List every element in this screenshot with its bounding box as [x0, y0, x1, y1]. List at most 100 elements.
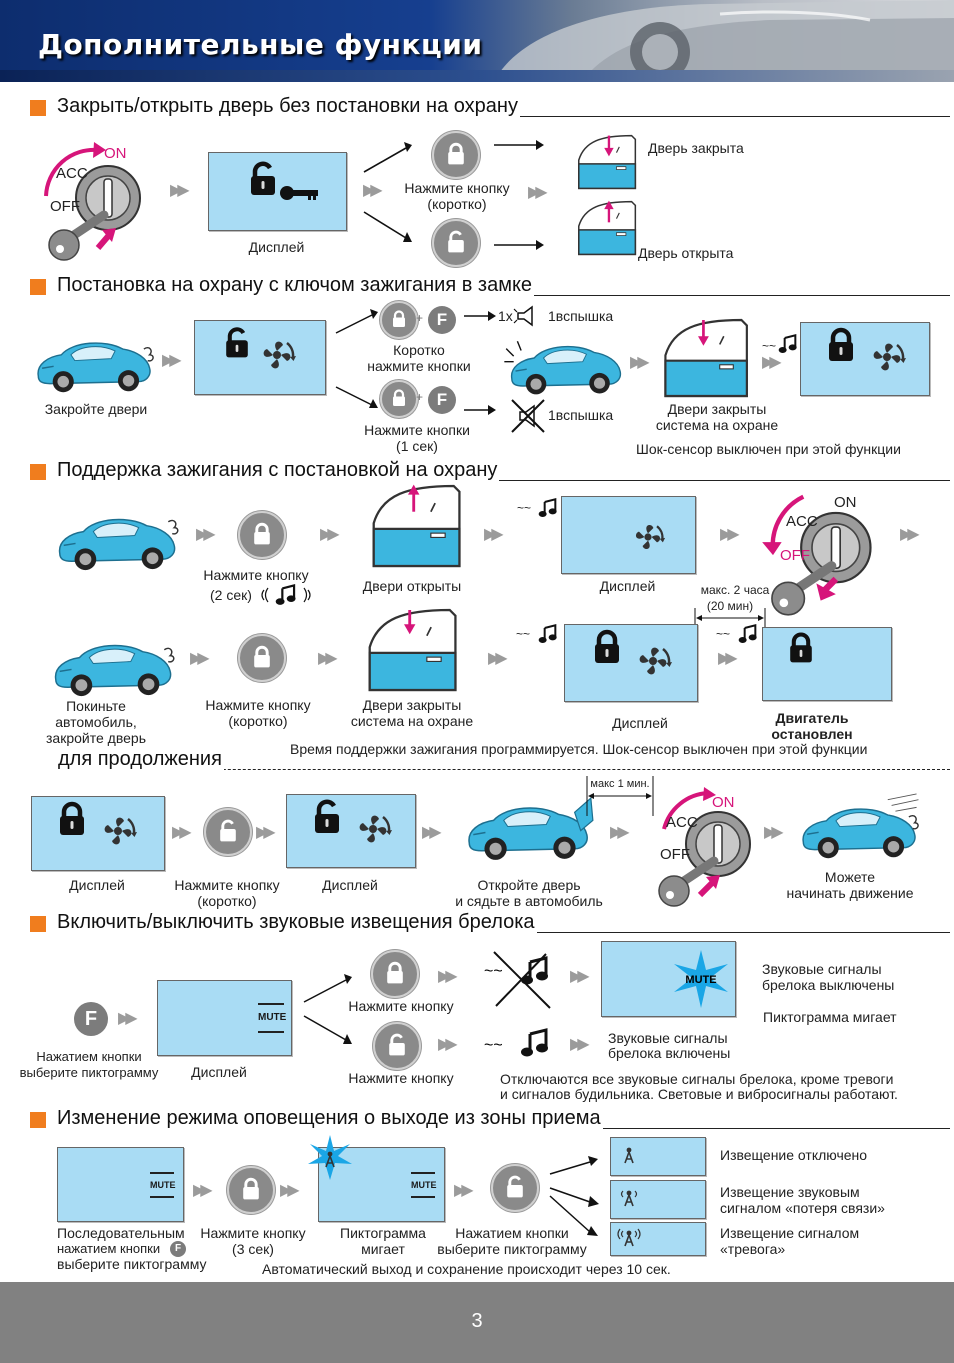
ignition-icon	[648, 787, 768, 910]
section-bullet	[30, 916, 46, 932]
car-flashing-icon	[504, 340, 630, 400]
note-icon	[738, 624, 758, 644]
sound-on-caption-2: брелока включены	[608, 1045, 731, 1061]
display-panel	[564, 624, 698, 702]
door-open-label: Дверь открыта	[638, 245, 734, 261]
arrows-right	[464, 311, 496, 415]
max-time-label: макс 1 мин.	[590, 778, 650, 790]
section-out-of-range-mode: Изменение режима оповещения о выходе из …	[30, 1106, 950, 1130]
chirp-icon: ~~	[516, 627, 531, 641]
car-icon	[28, 326, 154, 398]
blink-caption: Пиктограмма мигает	[763, 1009, 897, 1025]
note-icon	[778, 334, 798, 354]
chirp-icon: ~~	[762, 339, 777, 353]
press-button-caption: Нажмите кнопку	[205, 697, 311, 713]
off-label: OFF	[50, 198, 80, 215]
flow-arrow: ▶▶	[570, 1036, 589, 1053]
max-time-label: макс. 2 часа	[700, 583, 770, 597]
default-time-label: (20 мин)	[706, 599, 754, 613]
press-short-caption: (коротко)	[197, 893, 257, 909]
door-closed-icon	[364, 604, 464, 696]
sequential-caption-3: выберите пиктограмму	[57, 1256, 207, 1272]
select-caption-1: Нажатием кнопки	[455, 1225, 569, 1241]
flow-arrow: ▶▶	[170, 182, 189, 199]
mute-icon: MUTE	[150, 1172, 176, 1198]
ignition-note: Время поддержки зажигания программируетс…	[290, 741, 868, 757]
fan-icon	[98, 811, 138, 851]
car-icon	[44, 628, 175, 702]
lock-open-icon	[243, 159, 283, 199]
flow-arrow: ▶▶	[720, 526, 739, 543]
option-display-alarm	[610, 1222, 706, 1256]
flow-arrow: ▶▶	[162, 352, 181, 369]
flow-arrow: ▶▶	[318, 650, 337, 667]
sound-on-icon: ~~	[484, 1028, 550, 1058]
leave-car-caption-2: автомобиль,	[55, 714, 137, 730]
press-button-caption: Нажмите кнопку	[348, 998, 454, 1014]
siren-icon	[513, 305, 533, 327]
door-closed-label: Дверь закрыта	[648, 140, 744, 156]
display-panel	[208, 152, 347, 231]
option-sound-label-1: Извещение звуковым	[720, 1184, 860, 1200]
flow-arrow: ▶▶	[900, 526, 919, 543]
flow-arrow: ▶▶	[488, 650, 507, 667]
section-title: Включить/выключить звуковые извещения бр…	[57, 910, 537, 934]
display-caption: Дисплей	[248, 239, 305, 255]
fan-icon	[353, 809, 393, 849]
section-bullet	[30, 464, 46, 480]
sound-off-caption-1: Звуковые сигналы	[762, 961, 882, 977]
flow-arrow: ▶▶	[570, 968, 589, 985]
flow-arrow: ▶▶	[764, 824, 783, 841]
flow-arrow: ▶▶	[363, 182, 382, 199]
unlock-button	[432, 219, 480, 267]
option-alarm-label-2: «тревога»	[720, 1241, 786, 1257]
press-button-caption: Нажмите кнопку	[404, 180, 510, 196]
select-caption-2: выберите пиктограмму	[19, 1065, 159, 1080]
display-panel	[31, 796, 165, 871]
times-label: 1х	[498, 308, 513, 324]
car-moving-icon	[790, 793, 919, 864]
branch-arrows	[303, 974, 352, 1044]
display-panel: MUTE	[57, 1147, 184, 1222]
off-label: OFF	[780, 547, 810, 564]
ignition-icon	[44, 142, 158, 263]
on-label: ON	[834, 494, 857, 511]
press-button-caption: Нажмите кнопку	[348, 1070, 454, 1086]
display-panel	[762, 627, 892, 701]
flow-arrow: ▶▶	[438, 1036, 457, 1053]
unlock-button	[373, 1022, 421, 1070]
open-door-caption-2: и сядьте в автомобиль	[455, 893, 603, 909]
flow-arrow: ▶▶	[422, 824, 441, 841]
press-button-caption: Нажмите кнопку	[200, 1225, 306, 1241]
leave-car-caption-1: Покиньте	[66, 698, 126, 714]
sound-note-2: и сигналов будильника. Световые и виброс…	[500, 1086, 898, 1102]
short-press-caption-1: Коротко	[393, 342, 445, 358]
display-panel	[286, 794, 416, 868]
page-number: 3	[471, 1310, 483, 1332]
option-off-label: Извещение отключено	[720, 1147, 868, 1163]
doors-closed-caption-1: Двери закрыты	[362, 697, 462, 713]
sound-off-caption-2: брелока выключены	[762, 977, 895, 993]
off-label: OFF	[660, 846, 690, 863]
svg-text:MUTE: MUTE	[685, 974, 716, 986]
flow-arrow: ▶▶	[196, 526, 215, 543]
fan-icon	[633, 641, 673, 681]
notes-icon	[261, 584, 311, 606]
lock-closed-icon	[821, 325, 861, 365]
lock-closed-icon	[783, 630, 819, 666]
acc-label: ACC	[666, 814, 698, 831]
blink-caption-1: Пиктограмма	[340, 1225, 426, 1241]
display-panel	[194, 320, 326, 395]
option-alarm-label-1: Извещение сигналом	[720, 1225, 860, 1241]
svg-text:~~: ~~	[484, 1037, 503, 1054]
section-sound-notifications: Включить/выключить звуковые извещения бр…	[30, 910, 950, 934]
press-button-caption: Нажмите кнопку	[174, 877, 280, 893]
siren-muted-icon	[511, 399, 545, 433]
section-arming-with-key: Постановка на охрану с ключом зажигания …	[30, 273, 950, 297]
unlock-button	[491, 1164, 539, 1212]
engine-stopped-1: Двигатель	[775, 710, 849, 726]
section-continuation: для продолжения	[58, 747, 950, 771]
section-title: Постановка на охрану с ключом зажигания …	[57, 273, 535, 297]
flow-arrow: ▶▶	[256, 824, 275, 841]
chirp-icon: ~~	[716, 627, 731, 641]
